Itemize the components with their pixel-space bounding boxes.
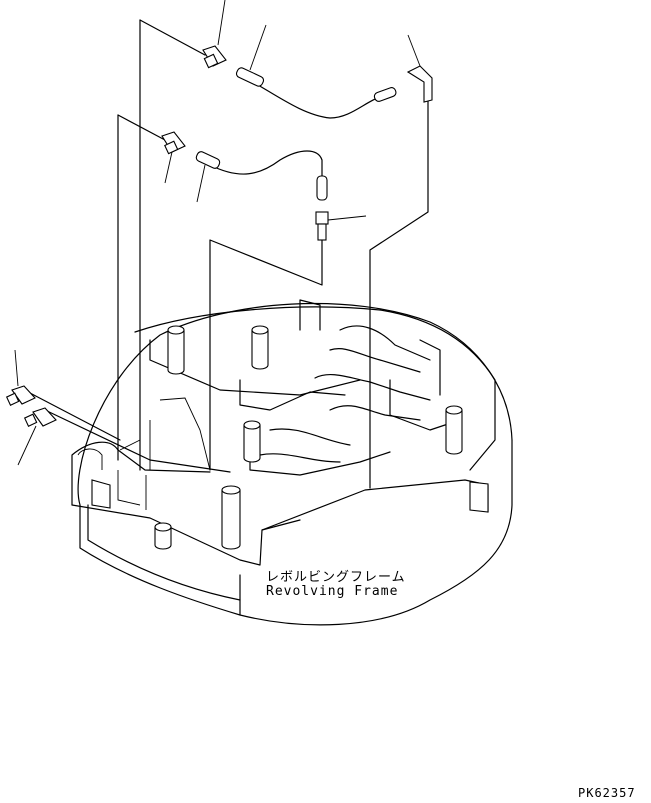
connector-fitting <box>315 211 367 241</box>
grease-line-2 <box>117 114 323 471</box>
hose-top-right <box>373 87 397 102</box>
frame-label-english: Revolving Frame <box>266 584 399 599</box>
part-code: PK62357 <box>578 786 636 800</box>
grease-fitting-left-1 <box>5 349 36 406</box>
grease-fitting-left-2 <box>17 407 57 466</box>
hose-vertical <box>316 175 328 201</box>
grease-line-1 <box>139 19 429 489</box>
grease-line-3 <box>29 392 231 473</box>
hose-middle <box>195 151 221 203</box>
grease-fitting-top <box>202 0 227 69</box>
revolving-frame <box>71 299 513 626</box>
elbow-fitting <box>406 34 433 103</box>
hose-top <box>235 24 267 87</box>
grease-fitting-middle <box>161 131 186 184</box>
frame-label-japanese: レボルビングフレーム <box>266 570 406 585</box>
